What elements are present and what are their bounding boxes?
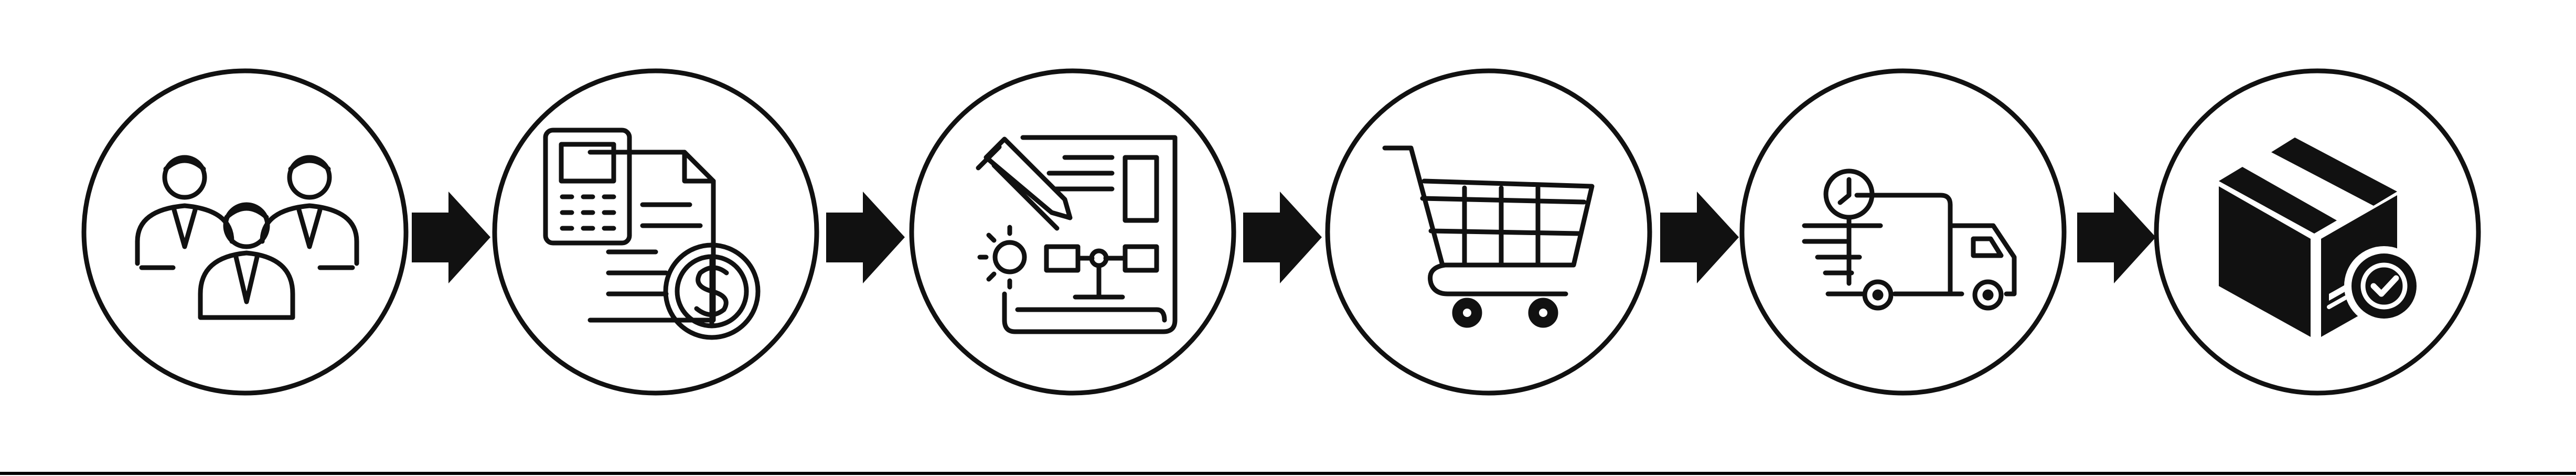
team-people-icon bbox=[135, 155, 359, 320]
step-2-circle bbox=[492, 68, 819, 396]
right-arrow-icon bbox=[1660, 192, 1739, 283]
step-3 bbox=[909, 68, 1236, 396]
shopping-cart-icon bbox=[1382, 145, 1595, 328]
blueprint-design-icon bbox=[976, 135, 1178, 334]
arrow-4 bbox=[1660, 192, 1739, 283]
arrow-5 bbox=[2077, 192, 2156, 283]
arrow-3 bbox=[1243, 192, 1322, 283]
step-2 bbox=[492, 68, 819, 396]
arrow-2 bbox=[826, 192, 905, 283]
package-checkmark-icon bbox=[2219, 137, 2424, 337]
step-5-circle bbox=[1739, 68, 2067, 396]
step-6-circle bbox=[2154, 68, 2481, 396]
step-6 bbox=[2154, 68, 2481, 396]
step-5 bbox=[1739, 68, 2067, 396]
calculator-invoice-dollar-icon bbox=[543, 128, 761, 340]
step-1 bbox=[81, 68, 409, 396]
step-1-circle bbox=[81, 68, 409, 396]
step-3-circle bbox=[909, 68, 1236, 396]
right-arrow-icon bbox=[2077, 192, 2156, 283]
step-4-circle bbox=[1325, 68, 1652, 396]
arrow-1 bbox=[412, 192, 490, 283]
right-arrow-icon bbox=[1243, 192, 1322, 283]
step-4 bbox=[1325, 68, 1652, 396]
delivery-truck-clock-icon bbox=[1802, 168, 2017, 311]
right-arrow-icon bbox=[412, 192, 490, 283]
right-arrow-icon bbox=[826, 192, 905, 283]
